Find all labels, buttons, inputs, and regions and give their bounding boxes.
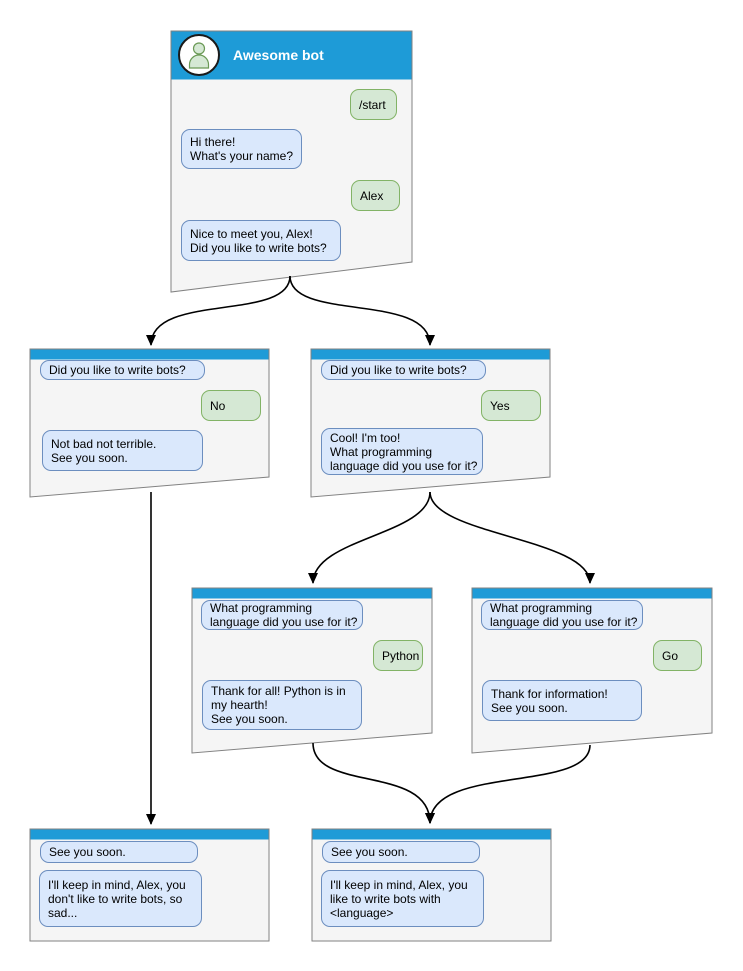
end-yes-header-bar [312,829,551,840]
bubble-name-reply: Alex [351,180,400,211]
bubble-greeting: Hi there! What's your name? [181,129,302,169]
bubble-yes-reply: Yes [481,390,541,421]
bubble-no-reply: No [201,390,261,421]
yes-branch-header-bar [311,349,550,360]
bubble-python-reply: Python [373,640,423,671]
connector-go-to-end-yes [425,744,591,824]
avatar [178,34,220,76]
bubble-not-bad: Not bad not terrible. See you soon. [42,430,203,471]
connector-python-to-end-yes [312,742,435,824]
bubble-see-you-soon-yes: See you soon. [322,841,480,863]
connector-main-to-yes-branch [289,275,435,346]
bubble-thanks-go: Thank for information! See you soon. [482,680,642,721]
bubble-write-bots-question-no: Did you like to write bots? [40,360,205,380]
bubble-language-question-go: What programming language did you use fo… [481,600,643,630]
bubble-keep-in-mind-yes: I'll keep in mind, Alex, you like to wri… [321,870,484,927]
main-window-title: Awesome bot [233,47,324,63]
bubble-nice-to-meet: Nice to meet you, Alex! Did you like to … [181,220,341,261]
person-icon [188,42,210,69]
bubble-go-reply: Go [653,640,702,671]
bubble-language-question-python: What programming language did you use fo… [201,600,363,630]
bubble-start-command: /start [350,89,397,120]
connector-main-to-no-branch [146,275,291,346]
bubble-keep-in-mind-no: I'll keep in mind, Alex, you don't like … [39,870,202,927]
python-branch-header-bar [192,588,432,599]
no-branch-header-bar [30,349,269,360]
bubble-cool-im-too: Cool! I'm too! What programming language… [321,428,483,475]
bubble-thanks-python: Thank for all! Python is in my hearth! S… [202,680,362,730]
bubble-write-bots-question-yes: Did you like to write bots? [321,360,486,380]
connector-yes-branch-to-python [308,491,431,584]
end-no-header-bar [30,829,269,840]
connector-yes-branch-to-go [429,491,595,584]
bubble-see-you-soon-no: See you soon. [40,841,198,863]
go-branch-header-bar [472,588,712,599]
